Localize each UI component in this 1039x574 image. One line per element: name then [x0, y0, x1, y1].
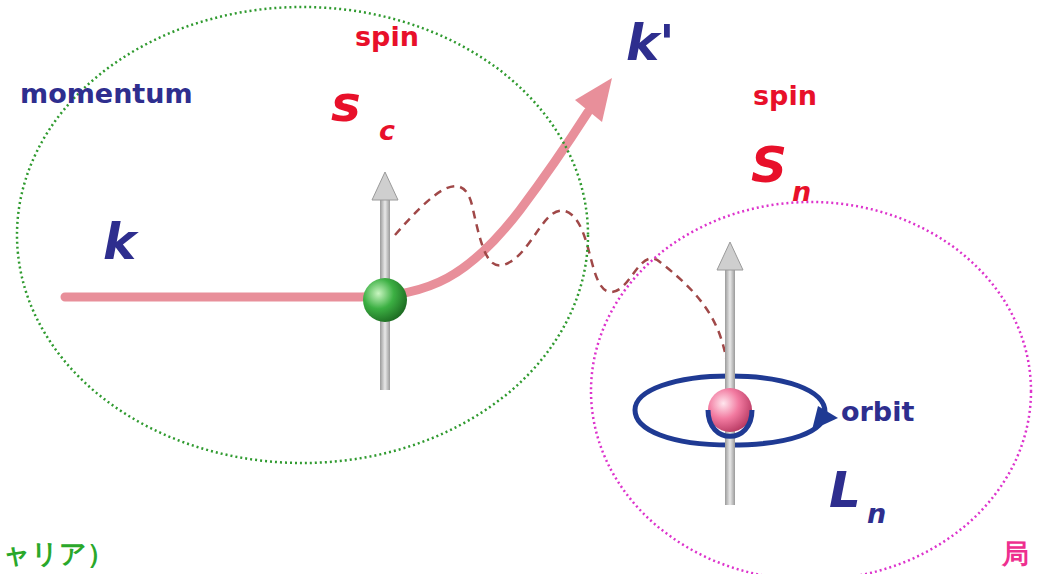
dotted-ellipse	[589, 200, 1033, 574]
localized-spin	[708, 242, 752, 505]
trajectory	[65, 78, 612, 297]
interaction-wave	[395, 186, 728, 372]
spin-label: spin	[355, 23, 419, 50]
momentum-out-symbol: k'	[626, 18, 675, 68]
spin-symbol: s	[331, 79, 361, 129]
orbit-symbol: L	[829, 465, 861, 515]
carrier-region: momentum k spin sc	[15, 5, 590, 465]
localized-region: spinSnorbitLn	[589, 200, 1033, 574]
momentum-symbol: k	[103, 217, 136, 267]
localized-caption: 局	[1002, 540, 1029, 567]
spin-label: spin	[753, 82, 817, 109]
orbit-subscript: n	[867, 500, 886, 527]
spin-symbol: S	[751, 140, 787, 190]
dotted-ellipse	[15, 5, 590, 465]
spin-subscript: n	[792, 178, 811, 205]
orbit-loop	[635, 376, 838, 445]
carrier-caption: ャリア）	[3, 540, 114, 567]
spin-subscript: c	[379, 117, 395, 144]
carrier-spin	[363, 172, 407, 390]
momentum-label: momentum	[20, 80, 193, 107]
orbit-label: orbit	[841, 398, 914, 425]
